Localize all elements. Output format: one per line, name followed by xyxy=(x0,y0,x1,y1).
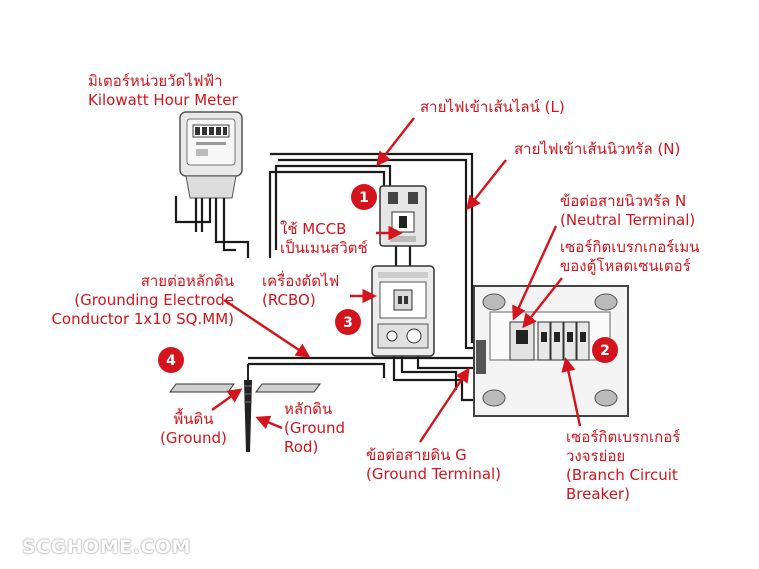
badge-4: 4 xyxy=(166,353,176,369)
callout-arrows xyxy=(211,117,582,443)
label-ground-rod: หลักดิน (Ground Rod) xyxy=(284,400,346,456)
label-main-breaker: เซอร์กิตเบรกเกอร์เมน ของตู้โหลดเซนเตอร์ xyxy=(560,238,700,275)
badge-2: 2 xyxy=(600,343,610,359)
label-grounding-conductor: สายต่อหลักดิน (Grounding Electrode Condu… xyxy=(51,272,234,328)
label-ground-terminal: ข้อต่อสายดิน G (Ground Terminal) xyxy=(366,446,502,483)
rcbo-device xyxy=(371,265,435,357)
label-rcbo: เครื่องตัดไฟ (RCBO) xyxy=(262,272,340,309)
number-badges: 1 2 3 4 xyxy=(158,184,618,373)
watermark: SCGHOME.COM xyxy=(22,536,191,558)
badge-1: 1 xyxy=(359,190,369,206)
label-neutral-terminal: ข้อต่อสายนิวทรัล N (Neutral Terminal) xyxy=(560,192,696,229)
kilowatt-hour-meter xyxy=(179,111,243,199)
label-mccb: ใช้ MCCB เป็นเมนสวิตช์ xyxy=(280,220,368,257)
badge-3: 3 xyxy=(343,315,353,331)
mccb-breaker xyxy=(379,185,427,247)
label-branch-breaker: เซอร์กิตเบรกเกอร์ วงจรย่อย (Branch Circu… xyxy=(566,428,681,503)
label-meter: มิเตอร์หน่วยวัดไฟฟ้า Kilowatt Hour Meter xyxy=(88,72,238,109)
label-line-in: สายไฟเข้าเส้นไลน์ (L) xyxy=(420,98,565,116)
label-neutral-in: สายไฟเข้าเส้นนิวทรัล (N) xyxy=(514,140,681,158)
label-ground: พื้นดิน (Ground) xyxy=(160,410,227,447)
